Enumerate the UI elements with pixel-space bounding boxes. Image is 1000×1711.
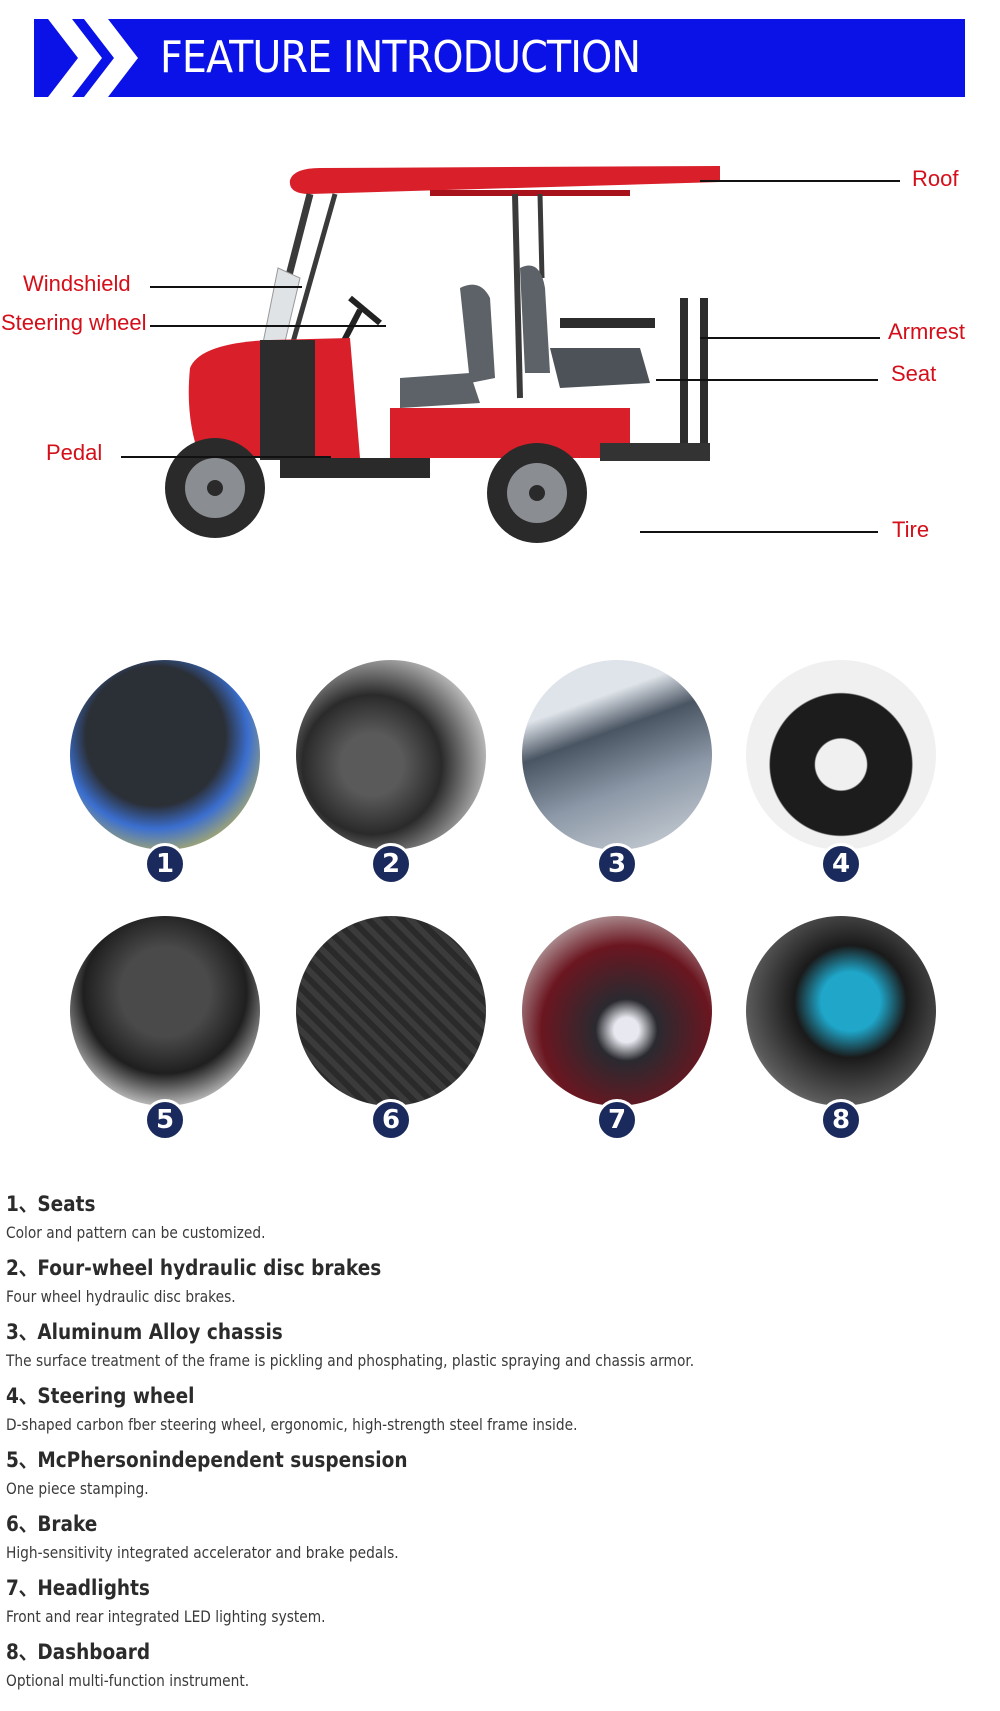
section-banner: FEATURE INTRODUCTION (34, 19, 965, 97)
chassis-photo (522, 660, 712, 850)
seats-photo (70, 660, 260, 850)
feature-item: 6、Brake High-sensitivity integrated acce… (6, 1510, 996, 1574)
suspension-photo (70, 916, 260, 1106)
feature-title: 2、Four-wheel hydraulic disc brakes (6, 1256, 382, 1280)
thumbnail-headlights: 7 (522, 916, 712, 1141)
golf-cart-image (165, 166, 720, 543)
thumbnail-brake-pedals: 6 (296, 916, 486, 1141)
pedal-leader-line (121, 456, 331, 458)
roof-leader-line (700, 180, 900, 182)
seat-leader-line (656, 379, 878, 381)
feature-item: 7、Headlights Front and rear integrated L… (6, 1574, 996, 1638)
callout-pedal: Pedal (46, 440, 103, 465)
feature-description: Color and pattern can be customized. (6, 1223, 266, 1242)
steering-wheel-leader-line (150, 325, 386, 327)
feature-title: 5、McPhersonindependent suspension (6, 1448, 408, 1472)
callout-seat: Seat (891, 361, 937, 386)
callout-windshield: Windshield (23, 271, 131, 296)
feature-title: 6、Brake (6, 1512, 98, 1536)
feature-item: 5、McPhersonindependent suspension One pi… (6, 1446, 996, 1510)
feature-description: D-shaped carbon fber steering wheel, erg… (6, 1415, 578, 1434)
callout-roof: Roof (912, 166, 959, 191)
feature-description: High-sensitivity integrated accelerator … (6, 1543, 399, 1562)
feature-list: 1、Seats Color and pattern can be customi… (6, 1190, 996, 1702)
dashboard-photo (746, 916, 936, 1106)
feature-item: 8、Dashboard Optional multi-function inst… (6, 1638, 996, 1702)
disc-brakes-photo (296, 660, 486, 850)
callout-tire: Tire (892, 517, 930, 542)
feature-item: 4、Steering wheel D-shaped carbon fber st… (6, 1382, 996, 1446)
thumbnail-number: 5 (144, 1099, 186, 1141)
callout-steering-wheel: Steering wheel (1, 310, 147, 335)
thumbnail-number: 4 (820, 843, 862, 885)
thumbnail-suspension: 5 (70, 916, 260, 1141)
thumbnail-number: 6 (370, 1099, 412, 1141)
page-title: FEATURE INTRODUCTION (160, 32, 641, 83)
feature-title: 3、Aluminum Alloy chassis (6, 1320, 283, 1344)
thumbnail-chassis: 3 (522, 660, 712, 885)
brake-pedals-photo (296, 916, 486, 1106)
callout-armrest: Armrest (888, 319, 965, 344)
feature-item: 2、Four-wheel hydraulic disc brakes Four … (6, 1254, 996, 1318)
steering-wheel-photo (746, 660, 936, 850)
feature-description: Front and rear integrated LED lighting s… (6, 1607, 326, 1626)
feature-description: One piece stamping. (6, 1479, 149, 1498)
headlights-photo (522, 916, 712, 1106)
feature-item: 3、Aluminum Alloy chassis The surface tre… (6, 1318, 996, 1382)
thumbnail-number: 2 (370, 843, 412, 885)
feature-description: The surface treatment of the frame is pi… (6, 1351, 695, 1370)
feature-title: 1、Seats (6, 1192, 96, 1216)
feature-title: 4、Steering wheel (6, 1384, 195, 1408)
feature-title: 8、Dashboard (6, 1640, 151, 1664)
thumbnail-number: 7 (596, 1099, 638, 1141)
tire-leader-line (640, 531, 878, 533)
cart-diagram: Roof Windshield Steering wheel Armrest S… (0, 140, 1000, 610)
armrest-leader-line (700, 337, 880, 339)
feature-description: Four wheel hydraulic disc brakes. (6, 1287, 236, 1306)
feature-title: 7、Headlights (6, 1576, 150, 1600)
thumbnail-number: 8 (820, 1099, 862, 1141)
windshield-leader-line (150, 286, 302, 288)
thumbnail-disc-brakes: 2 (296, 660, 486, 885)
thumbnail-number: 3 (596, 843, 638, 885)
feature-description: Optional multi-function instrument. (6, 1671, 250, 1690)
thumbnail-dashboard: 8 (746, 916, 936, 1141)
feature-item: 1、Seats Color and pattern can be customi… (6, 1190, 996, 1254)
thumbnail-steering-wheel: 4 (746, 660, 936, 885)
double-chevron-icon (48, 19, 138, 97)
thumbnail-seats: 1 (70, 660, 260, 885)
thumbnail-number: 1 (144, 843, 186, 885)
